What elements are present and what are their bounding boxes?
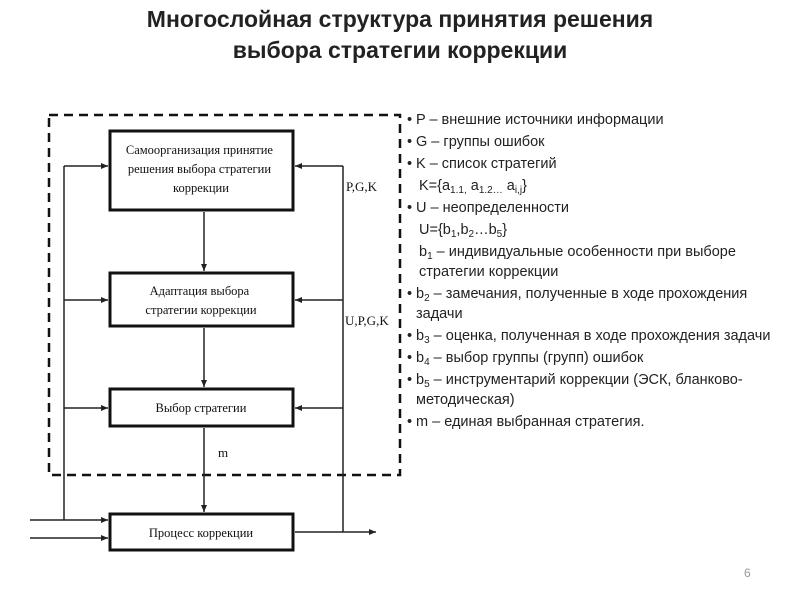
legend-item-u: U – неопределенности <box>407 198 792 218</box>
b3-sub: 3 <box>424 335 430 346</box>
slide-title: Многослойная структура принятия решения … <box>0 4 800 66</box>
u-set-prefix: U={b <box>419 222 451 238</box>
self-org-line-1: Самоорганизация принятие <box>126 143 274 157</box>
legend-u-set: U={b1,b2…b5} <box>407 220 792 240</box>
b5-sub: 5 <box>424 379 430 390</box>
legend-item-g: G – группы ошибок <box>407 132 792 152</box>
title-line-2: выбора стратегии коррекции <box>232 37 568 63</box>
strategy-choice-text: Выбор стратегии <box>156 401 247 415</box>
k-set-sub-2: 1.2… <box>478 185 503 196</box>
b1-var: b <box>419 244 428 260</box>
b3-text: – оценка, полученная в ходе прохождения … <box>429 328 771 344</box>
b4-text: – выбор группы (групп) ошибок <box>429 350 644 366</box>
b5-var: b <box>416 372 425 388</box>
title-line-1: Многослойная структура принятия решения <box>146 6 654 32</box>
box-correction-process <box>108 512 295 552</box>
box-adaptation <box>108 271 295 328</box>
box-self-organization <box>108 129 295 212</box>
u-set-sub-2: 2 <box>468 229 475 240</box>
u-set-sub-3: 5 <box>496 229 503 240</box>
label-pgk: P,G,K <box>346 179 378 194</box>
strategy-choice-line-1: Выбор стратегии <box>156 401 247 415</box>
legend-item-b5: b5 – инструментарий коррекции (ЭСК, блан… <box>407 370 792 410</box>
legend-list: P – внешние источники информации G – гру… <box>407 110 792 434</box>
adaptation-line-2: стратегии коррекции <box>145 303 256 317</box>
legend-item-b2: b2 – замечания, полученные в ходе прохож… <box>407 284 792 324</box>
legend-item-b1: b1 – индивидуальные особенности при выбо… <box>407 242 792 282</box>
k-set-sub-1: 1.1, <box>450 185 467 196</box>
b2-text: – замечания, полученные в ходе прохожден… <box>416 286 748 322</box>
u-set-sub-1: 1 <box>450 229 457 240</box>
label-upgk: U,P,G,K <box>345 313 389 328</box>
b2-sub: 2 <box>424 293 430 304</box>
b1-text: – индивидуальные особенности при выборе … <box>419 244 736 280</box>
b1-sub: 1 <box>427 251 433 262</box>
adaptation-line-1: Адаптация выбора <box>150 284 250 298</box>
legend-item-b4: b4 – выбор группы (групп) ошибок <box>407 348 792 368</box>
adaptation-text: Адаптация выбора стратегии коррекции <box>145 284 256 317</box>
self-org-text: Самоорганизация принятие решения выбора … <box>126 143 276 195</box>
k-set-prefix: K={a <box>419 178 451 194</box>
b4-sub: 4 <box>424 357 430 368</box>
page-number: 6 <box>744 566 751 580</box>
u-set-suffix: } <box>502 222 508 238</box>
u-set-mid-2: …b <box>474 222 497 238</box>
k-set-suffix: } <box>522 178 527 194</box>
correction-process-text: Процесс коррекции <box>149 526 253 540</box>
dashed-boundary <box>47 113 402 477</box>
u-set-mid-1: ,b <box>456 222 469 238</box>
self-org-line-2: решения выбора стратегии <box>128 162 272 176</box>
b3-var: b <box>416 328 425 344</box>
box-strategy-choice <box>108 387 295 428</box>
k-set-mid-2: a <box>502 178 515 194</box>
legend-item-k: K – список стратегий <box>407 154 792 174</box>
b4-var: b <box>416 350 425 366</box>
k-set-mid-1: a <box>466 178 479 194</box>
legend-item-b3: b3 – оценка, полученная в ходе прохожден… <box>407 326 792 346</box>
legend-k-set: K={a1.1, a1.2… ai,j} <box>407 176 792 196</box>
k-set-sub-3: i,j <box>514 185 523 196</box>
correction-process-line-1: Процесс коррекции <box>149 526 253 540</box>
legend-item-m: m – единая выбранная стратегия. <box>407 412 792 432</box>
legend-item-p: P – внешние источники информации <box>407 110 792 130</box>
b5-text: – инструментарий коррекции (ЭСК, бланков… <box>416 372 743 408</box>
b2-var: b <box>416 286 425 302</box>
self-org-line-3: коррекции <box>173 181 229 195</box>
label-m: m <box>218 445 228 460</box>
